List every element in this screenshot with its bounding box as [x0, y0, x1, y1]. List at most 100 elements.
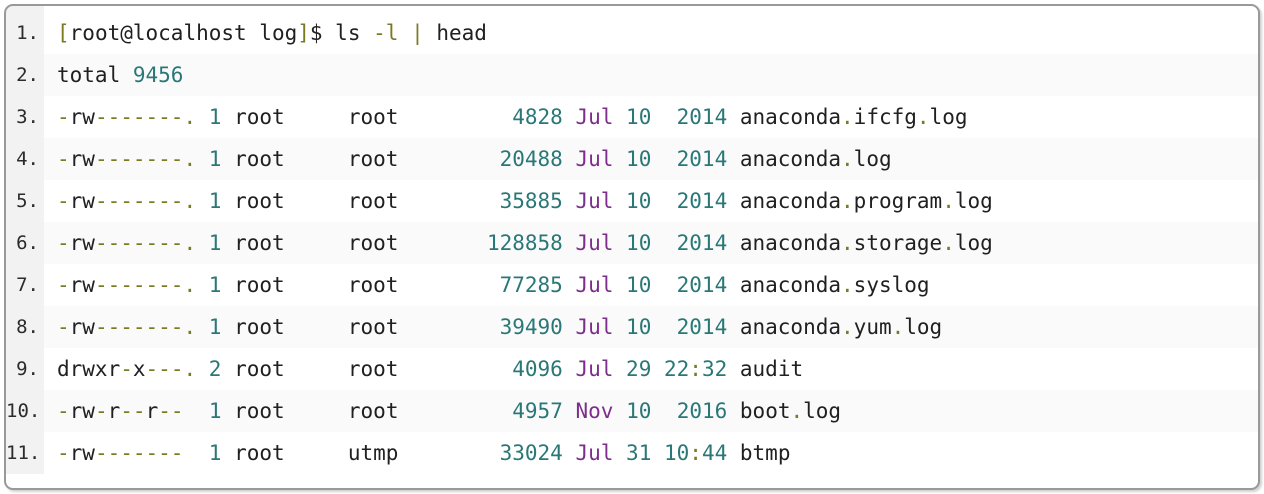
code-line: 8. -rw-------. 1 root root 39490 Jul 10 … — [6, 306, 1258, 348]
token-operator: : — [689, 357, 702, 381]
line-number: 3. — [16, 106, 39, 128]
token-plain — [613, 105, 626, 129]
token-plain: anaconda — [727, 315, 842, 339]
line-content: -rw-------. 1 root root 77285 Jul 10 201… — [44, 264, 1258, 306]
token-plain: log — [853, 147, 892, 171]
token-plain — [563, 399, 576, 423]
token-plain — [651, 273, 676, 297]
code-line: 10. -rw-r--r-- 1 root root 4957 Nov 10 2… — [6, 390, 1258, 432]
code-line: 1. [root@localhost log]$ ls -l | head — [6, 12, 1258, 54]
token-number: 2014 — [676, 105, 728, 129]
token-operator: -------. — [94, 273, 197, 297]
token-number: 4828 — [512, 105, 563, 129]
token-plain — [613, 399, 626, 423]
token-plain — [563, 441, 576, 465]
token-number: 77285 — [499, 273, 563, 297]
token-operator: . — [841, 315, 854, 339]
token-plain: boot — [727, 399, 791, 423]
token-plain: btmp — [727, 441, 791, 465]
token-plain — [651, 357, 664, 381]
token-plain: rw — [69, 189, 95, 213]
token-plain: root root — [221, 231, 487, 255]
token-number: 10 — [626, 273, 652, 297]
token-number: 10 — [626, 105, 652, 129]
token-number: 10 — [626, 231, 652, 255]
token-plain — [183, 441, 208, 465]
token-number: 2 — [208, 357, 222, 381]
token-number: 44 — [701, 441, 728, 465]
token-month: Jul — [575, 273, 614, 297]
token-number: 2014 — [676, 189, 728, 213]
token-operator: -l — [373, 21, 399, 45]
terminal-code-block: 1. [root@localhost log]$ ls -l | head 2.… — [4, 4, 1260, 490]
token-operator: : — [689, 441, 702, 465]
code-line: 4. -rw-------. 1 root root 20488 Jul 10 … — [6, 138, 1258, 180]
token-operator: ] — [297, 21, 310, 45]
token-operator: ---. — [145, 357, 197, 381]
token-month: Jul — [575, 147, 614, 171]
token-operator: | — [411, 21, 424, 45]
token-operator: . — [841, 231, 854, 255]
token-month: Jul — [575, 357, 614, 381]
token-plain — [563, 315, 576, 339]
token-plain: log — [803, 399, 842, 423]
token-operator: [ — [57, 21, 70, 45]
token-number: 4957 — [512, 399, 563, 423]
line-number: 7. — [16, 274, 39, 296]
code-line: 6. -rw-------. 1 root root 128858 Jul 10… — [6, 222, 1258, 264]
line-content: -rw-------. 1 root root 128858 Jul 10 20… — [44, 222, 1258, 264]
token-operator: . — [841, 273, 854, 297]
token-number: 22 — [664, 357, 690, 381]
token-operator: . — [891, 315, 905, 339]
token-number: 1 — [208, 273, 222, 297]
token-operator: . — [790, 399, 804, 423]
token-number: 10 — [626, 399, 652, 423]
token-number: 1 — [208, 441, 222, 465]
token-operator: -- — [158, 399, 184, 423]
token-operator: - — [57, 147, 70, 171]
token-plain — [398, 21, 411, 45]
token-operator: - — [120, 357, 133, 381]
token-number: 10 — [626, 189, 652, 213]
token-plain: log — [904, 315, 943, 339]
token-plain: root root — [221, 399, 513, 423]
token-plain: r — [145, 399, 159, 423]
token-plain: root root — [221, 357, 513, 381]
token-plain: rw — [69, 399, 95, 423]
token-operator: . — [916, 105, 930, 129]
token-number: 29 — [626, 357, 652, 381]
token-operator: -------. — [94, 315, 197, 339]
code-line: 3. -rw-------. 1 root root 4828 Jul 10 2… — [6, 96, 1258, 138]
token-plain: rw — [69, 315, 95, 339]
token-operator: ------- — [94, 441, 184, 465]
token-operator: - — [57, 441, 70, 465]
line-number: 10. — [6, 400, 41, 422]
token-number: 1 — [208, 315, 222, 339]
token-plain: r — [107, 399, 121, 423]
token-month: Jul — [575, 189, 614, 213]
token-plain: total — [57, 63, 133, 87]
token-operator: - — [57, 399, 70, 423]
line-content: -rw-------. 1 root root 20488 Jul 10 201… — [44, 138, 1258, 180]
token-operator: - — [57, 231, 70, 255]
token-number: 2014 — [676, 231, 728, 255]
line-number: 6. — [16, 232, 39, 254]
token-plain — [613, 273, 626, 297]
token-number: 4096 — [512, 357, 563, 381]
token-plain — [651, 105, 676, 129]
line-content: -rw-------. 1 root root 39490 Jul 10 201… — [44, 306, 1258, 348]
token-number: 1 — [208, 231, 222, 255]
token-operator: - — [57, 189, 70, 213]
code-line: 5. -rw-------. 1 root root 35885 Jul 10 … — [6, 180, 1258, 222]
token-plain: rw — [69, 441, 95, 465]
token-month: Nov — [575, 399, 614, 423]
token-number: 2014 — [676, 147, 728, 171]
token-plain: log — [954, 231, 993, 255]
token-plain — [196, 231, 209, 255]
token-plain: rw — [69, 273, 95, 297]
token-plain: log — [954, 189, 993, 213]
code-line: 9. drwxr-x---. 2 root root 4096 Jul 29 2… — [6, 348, 1258, 390]
token-plain: root root — [221, 105, 513, 129]
token-plain — [196, 189, 209, 213]
line-content: -rw-------. 1 root root 4828 Jul 10 2014… — [44, 96, 1258, 138]
